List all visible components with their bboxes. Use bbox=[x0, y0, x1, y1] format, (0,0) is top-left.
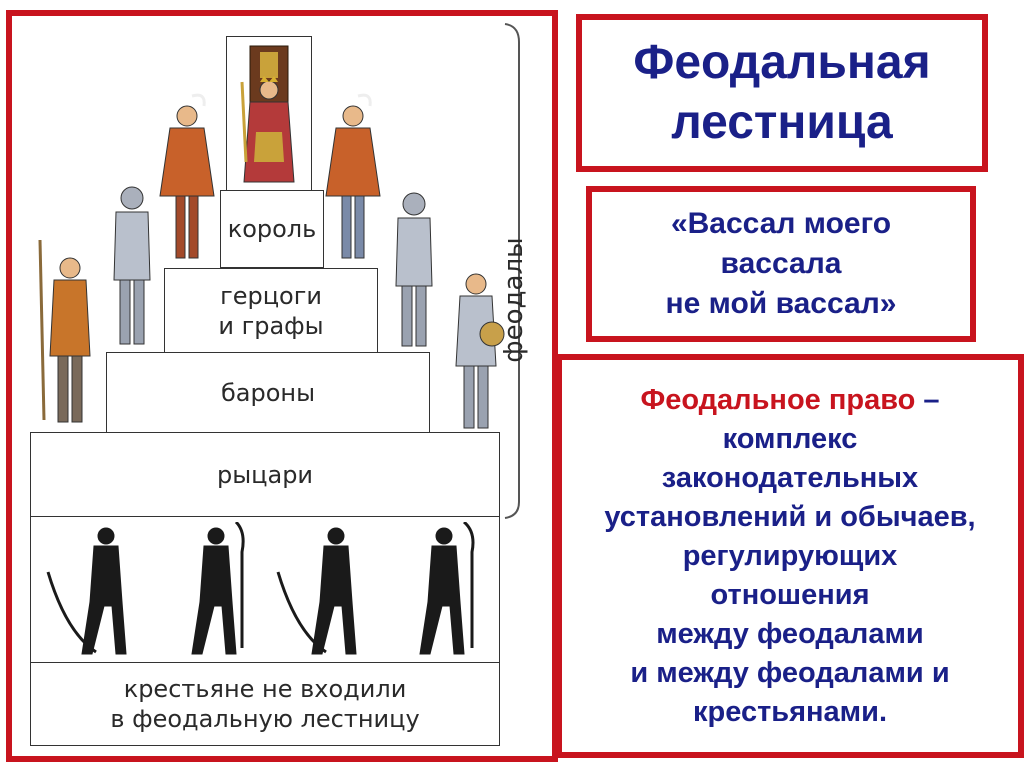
baron-knight-figure bbox=[113, 186, 151, 345]
level-king: король bbox=[220, 190, 324, 268]
page-title: Феодальная лестница bbox=[633, 36, 931, 149]
definition-line: крестьянами. bbox=[692, 695, 888, 728]
definition-dash: – bbox=[915, 383, 940, 416]
feudal-bracket bbox=[504, 23, 520, 519]
peasants-group bbox=[46, 522, 475, 655]
noble-figure bbox=[325, 93, 381, 259]
king-on-throne-figure bbox=[240, 45, 295, 183]
level-dukes-counts: герцоги и графы bbox=[164, 268, 378, 354]
level-peasants: крестьяне не входили в феодальную лестни… bbox=[30, 662, 500, 746]
peasant-with-scythe-figure bbox=[191, 522, 245, 655]
definition-text: Феодальное право – комплекс законодатель… bbox=[562, 381, 1018, 732]
quote-box: «Вассал моего вассала не мой вассал» bbox=[586, 186, 976, 342]
vassal-quote: «Вассал моего вассала не мой вассал» bbox=[665, 207, 897, 320]
definition-line: регулирующих bbox=[682, 539, 898, 572]
definition-line: отношения bbox=[710, 578, 870, 611]
definition-line: установлений и обычаев, bbox=[604, 500, 976, 533]
definition-line: комплекс bbox=[722, 422, 858, 455]
knight-figure bbox=[455, 273, 505, 429]
peasant-with-scythe-figure bbox=[46, 527, 127, 655]
definition-box: Феодальное право – комплекс законодатель… bbox=[556, 354, 1024, 758]
peasant-with-scythe-figure bbox=[419, 522, 475, 655]
baron-knight-figure bbox=[395, 192, 433, 347]
definition-first-line: Феодальное право – bbox=[562, 381, 1018, 420]
definition-line: между феодалами bbox=[656, 617, 924, 650]
noble-figure bbox=[159, 93, 215, 259]
level-knights: рыцари bbox=[30, 432, 500, 518]
level-barons: бароны bbox=[106, 352, 430, 434]
definition-line: законодательных bbox=[661, 461, 919, 494]
definition-line: и между феодалами и bbox=[630, 656, 950, 689]
definition-term: Феодальное право bbox=[640, 383, 916, 416]
peasant-with-scythe-figure bbox=[276, 527, 357, 655]
knight-figure bbox=[38, 240, 91, 423]
title-box: Феодальная лестница bbox=[576, 14, 988, 172]
